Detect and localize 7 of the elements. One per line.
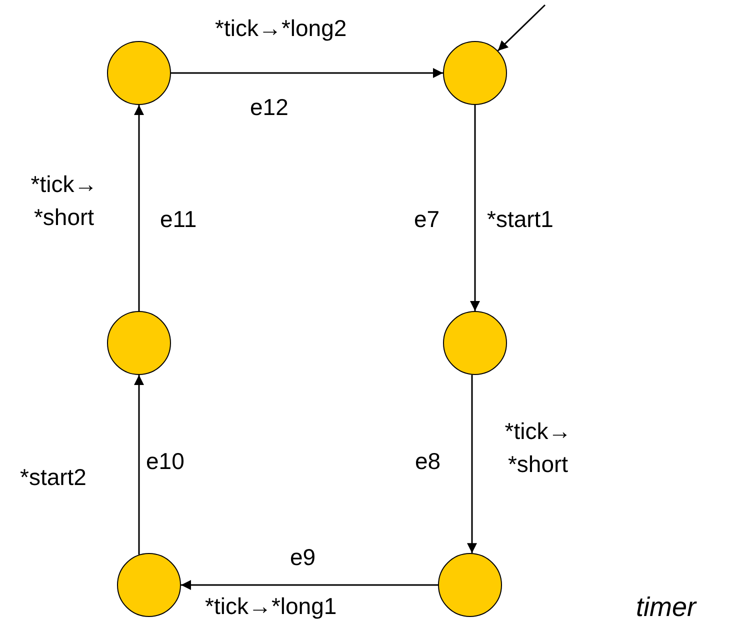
arrow <box>171 68 443 78</box>
arrow <box>134 105 144 311</box>
arrow <box>134 375 144 555</box>
arrow <box>497 4 546 52</box>
arrow <box>467 374 477 554</box>
arrow <box>470 105 480 311</box>
arrow <box>181 580 438 590</box>
